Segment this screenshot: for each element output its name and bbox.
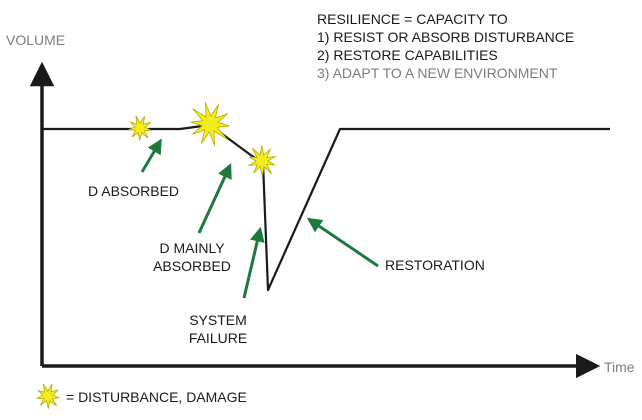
legend-burst-icon bbox=[36, 383, 61, 409]
label-absorbed: ABSORBED bbox=[153, 258, 231, 274]
arrow-system-failure bbox=[242, 226, 265, 299]
performance-curve bbox=[42, 123, 610, 292]
resilience-item-3: 3) ADAPT TO A NEW ENVIRONMENT bbox=[317, 65, 558, 81]
y-axis-label: VOLUME bbox=[6, 32, 66, 48]
label-restoration: RESTORATION bbox=[385, 257, 485, 273]
label-failure: FAILURE bbox=[188, 330, 248, 346]
legend-text: = DISTURBANCE, DAMAGE bbox=[66, 389, 247, 405]
resilience-item-2: 2) RESTORE CAPABILITIES bbox=[317, 47, 498, 63]
label-d-absorbed: D ABSORBED bbox=[88, 183, 180, 199]
label-system: SYSTEM bbox=[189, 312, 247, 328]
arrow-restoration bbox=[306, 217, 379, 268]
resilience-item-1: 1) RESIST OR ABSORB DISTURBANCE bbox=[317, 29, 575, 45]
x-axis-label: Time bbox=[604, 359, 635, 375]
disturbance-burst-icon bbox=[248, 145, 276, 177]
label-d-mainly: D MAINLY bbox=[159, 240, 225, 256]
resilience-definition: RESILIENCE = CAPACITY TO bbox=[317, 11, 508, 27]
arrow-d-absorbed bbox=[140, 138, 162, 173]
arrow-d-mainly-absorbed bbox=[197, 163, 232, 234]
disturbance-burst-icon bbox=[190, 102, 230, 146]
disturbance-burst-icon bbox=[128, 115, 153, 141]
